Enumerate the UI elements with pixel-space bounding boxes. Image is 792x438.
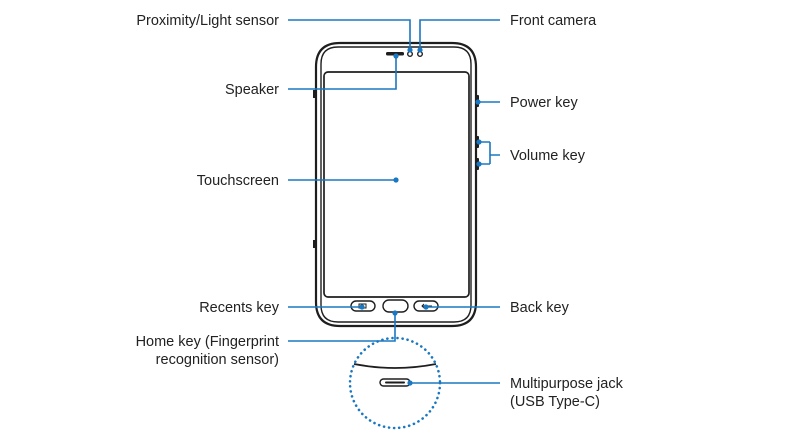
- label-volume-key: Volume key: [510, 148, 586, 164]
- back-key: [413, 300, 439, 312]
- label-speaker: Speaker: [225, 82, 279, 98]
- leader-home-key: [288, 313, 396, 342]
- leader-dot-front-camera: [417, 47, 423, 53]
- label-recents-key: Recents key: [199, 300, 280, 316]
- label-touchscreen: Touchscreen: [197, 173, 279, 189]
- label-front-camera: Front camera: [510, 13, 597, 29]
- left-side-notch: [313, 90, 316, 98]
- label-multipurpose-jack-line1: Multipurpose jack: [510, 376, 624, 392]
- leader-dot-proximity-sensor: [407, 47, 413, 53]
- leader-dot-speaker: [393, 53, 399, 59]
- leader-dot-touchscreen: [393, 177, 399, 183]
- leader-volume-key: [479, 141, 500, 165]
- leader-dot-home-key: [392, 310, 398, 316]
- label-back-key: Back key: [510, 300, 570, 316]
- tablet-bezel: [320, 46, 472, 323]
- tablet-frame: [314, 41, 478, 328]
- label-power-key: Power key: [510, 95, 578, 111]
- leader-dot-volume-down: [476, 161, 482, 167]
- leader-dot-multipurpose-jack: [407, 380, 413, 386]
- leader-dot-recents-key: [359, 304, 365, 310]
- label-proximity-light-sensor: Proximity/Light sensor: [136, 13, 279, 29]
- label-home-key-line1: Home key (Fingerprint: [136, 334, 279, 350]
- usb-c-port-inner: [385, 381, 405, 384]
- recents-key: [350, 300, 376, 312]
- left-side-notch: [313, 240, 316, 248]
- label-multipurpose-jack-line2: (USB Type-C): [510, 394, 600, 410]
- label-home-key-line2: recognition sensor): [156, 352, 279, 368]
- labels: Proximity/Light sensor Front camera Spea…: [136, 13, 624, 410]
- leader-lines: [288, 19, 500, 386]
- leader-dot-volume-up: [476, 139, 482, 145]
- leader-dot-back-key: [423, 304, 429, 310]
- leader-front-camera: [419, 19, 500, 50]
- leader-proximity-sensor: [288, 19, 411, 50]
- leader-dot-power-key: [475, 99, 481, 105]
- leader-speaker: [288, 56, 397, 90]
- jack-device-edge: [353, 363, 437, 369]
